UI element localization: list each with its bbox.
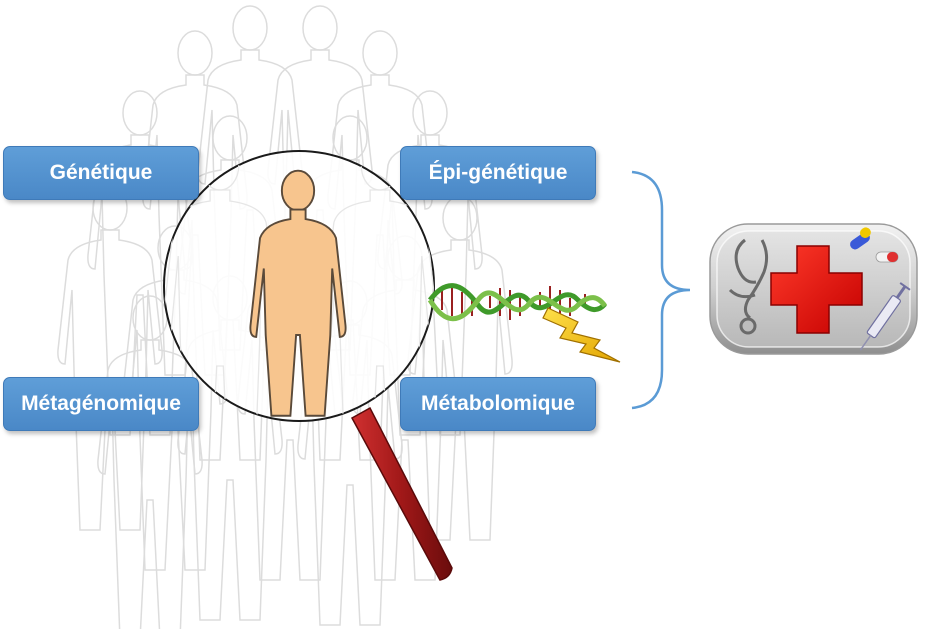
dna-helix-icon	[427, 283, 608, 322]
epigenetique-label: Épi-génétique	[428, 161, 568, 184]
genetique-label: Génétique	[49, 161, 153, 184]
lightning-bolt-icon	[542, 307, 621, 363]
genetique-box: Génétique	[3, 146, 199, 200]
human-body-icon	[249, 169, 347, 417]
metagenomique-box: Métagénomique	[3, 377, 199, 431]
epigenetique-box: Épi-génétique	[400, 146, 596, 200]
medical-kit-icon	[709, 223, 918, 355]
metabolomique-box: Métabolomique	[400, 377, 596, 431]
curly-bracket	[631, 170, 691, 410]
metagenomique-label: Métagénomique	[21, 392, 181, 415]
metabolomique-label: Métabolomique	[420, 392, 575, 415]
